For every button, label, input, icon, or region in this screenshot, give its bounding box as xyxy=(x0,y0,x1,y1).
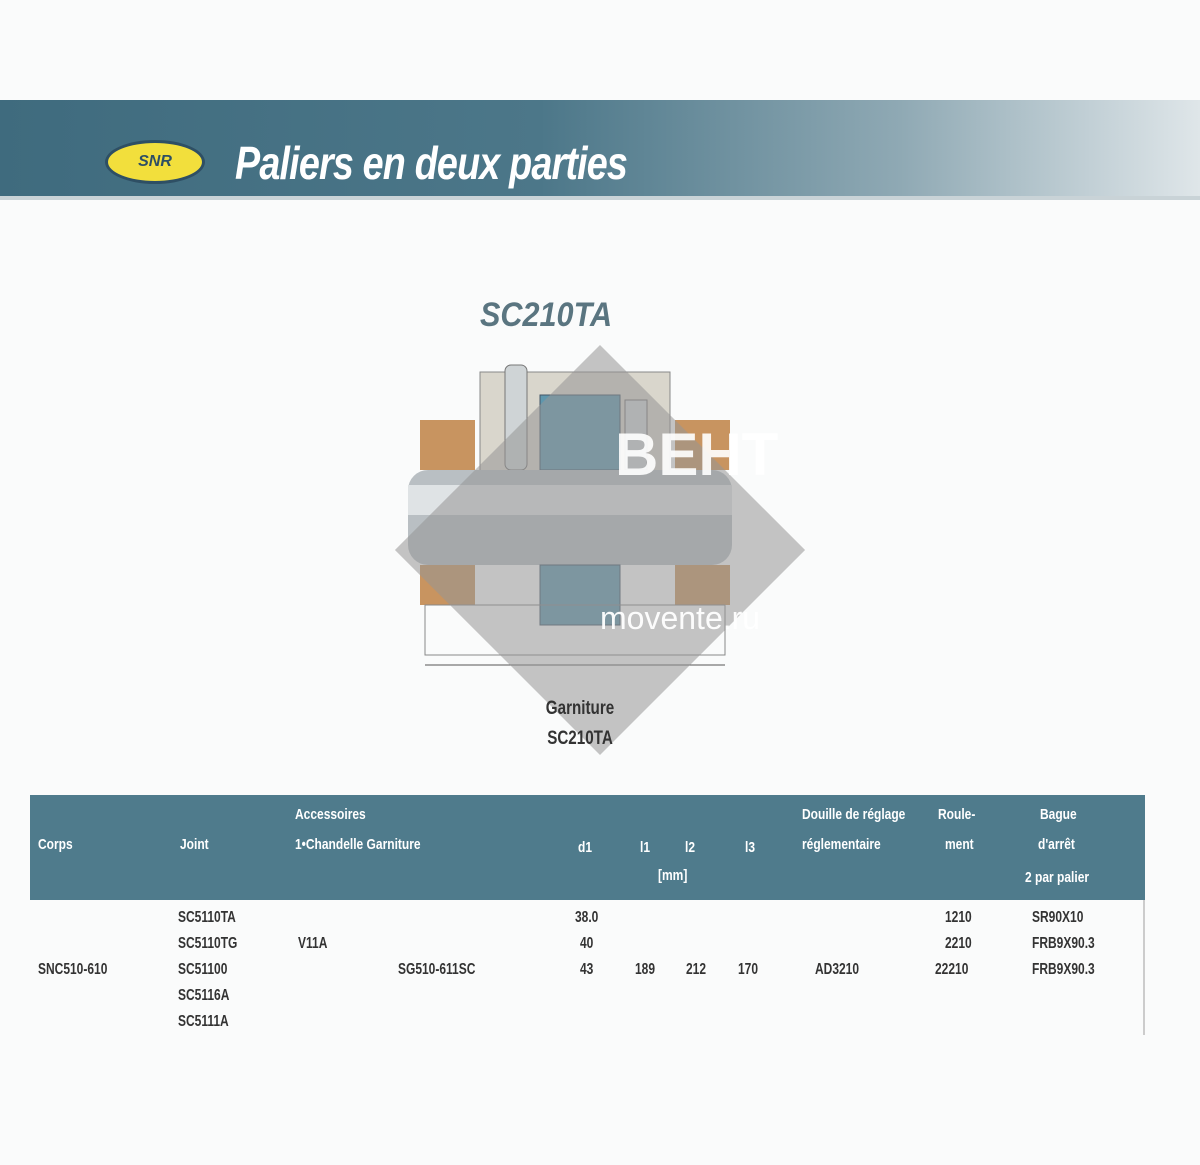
watermark-url: movente.ru xyxy=(600,600,761,636)
col-bague-3: 2 par palier xyxy=(1025,869,1090,886)
cell-d1: 43 xyxy=(580,961,594,978)
cell-l1: 189 xyxy=(635,961,656,978)
table-border xyxy=(1143,900,1145,1035)
header-banner xyxy=(0,100,1200,198)
col-bague: Bague xyxy=(1040,806,1077,823)
cell-joint: SC5111A xyxy=(178,1013,229,1030)
col-l2: l2 xyxy=(685,839,696,856)
cell-joint: SC5116A xyxy=(178,987,230,1004)
table-header: Corps Joint Accessoires 1•Chandelle Garn… xyxy=(30,795,1145,900)
cell-roulement: 2210 xyxy=(945,935,972,952)
watermark-brand: ВЕНТ xyxy=(615,421,779,488)
col-bague-2: d'arrêt xyxy=(1038,836,1075,853)
cell-bague: FRB9X90.3 xyxy=(1032,935,1095,952)
cell-roulement: 1210 xyxy=(945,909,972,926)
cell-d1: 38.0 xyxy=(575,909,599,926)
figure-caption: Garniture xyxy=(545,698,615,719)
cell-corps: SNC510-610 xyxy=(38,961,108,978)
col-d1: d1 xyxy=(578,839,593,856)
cell-bague: FRB9X90.3 xyxy=(1032,961,1095,978)
col-joint: Joint xyxy=(180,836,209,853)
page-title: Paliers en deux parties xyxy=(235,137,628,189)
cell-l2: 212 xyxy=(686,961,707,978)
cell-roulement: 22210 xyxy=(935,961,969,978)
figure-caption-model: SC210TA xyxy=(547,728,613,749)
cell-accessoire: V11A xyxy=(298,935,328,952)
col-unit: [mm] xyxy=(658,867,688,884)
brand-logo: SNR xyxy=(105,140,205,184)
cell-bague: SR90X10 xyxy=(1032,909,1084,926)
cell-accessoire: SG510-611SC xyxy=(398,961,476,978)
col-accessoires-sub: 1•Chandelle Garniture xyxy=(295,836,421,853)
col-corps: Corps xyxy=(38,836,73,853)
model-label: SC210TA xyxy=(480,296,613,334)
divider xyxy=(0,196,1200,200)
col-douille: Douille de réglage xyxy=(802,806,906,823)
cell-l3: 170 xyxy=(738,961,759,978)
cell-douille: AD3210 xyxy=(815,961,860,978)
col-douille-2: réglementaire xyxy=(802,836,881,853)
cell-joint: SC51100 xyxy=(178,961,228,978)
col-l1: l1 xyxy=(640,839,651,856)
col-accessoires: Accessoires xyxy=(295,806,366,823)
col-l3: l3 xyxy=(745,839,756,856)
cell-joint: SC5110TA xyxy=(178,909,236,926)
cell-joint: SC5110TG xyxy=(178,935,238,952)
col-roulement: Roule- xyxy=(938,806,976,823)
col-roulement-2: ment xyxy=(945,836,974,853)
cell-d1: 40 xyxy=(580,935,594,952)
